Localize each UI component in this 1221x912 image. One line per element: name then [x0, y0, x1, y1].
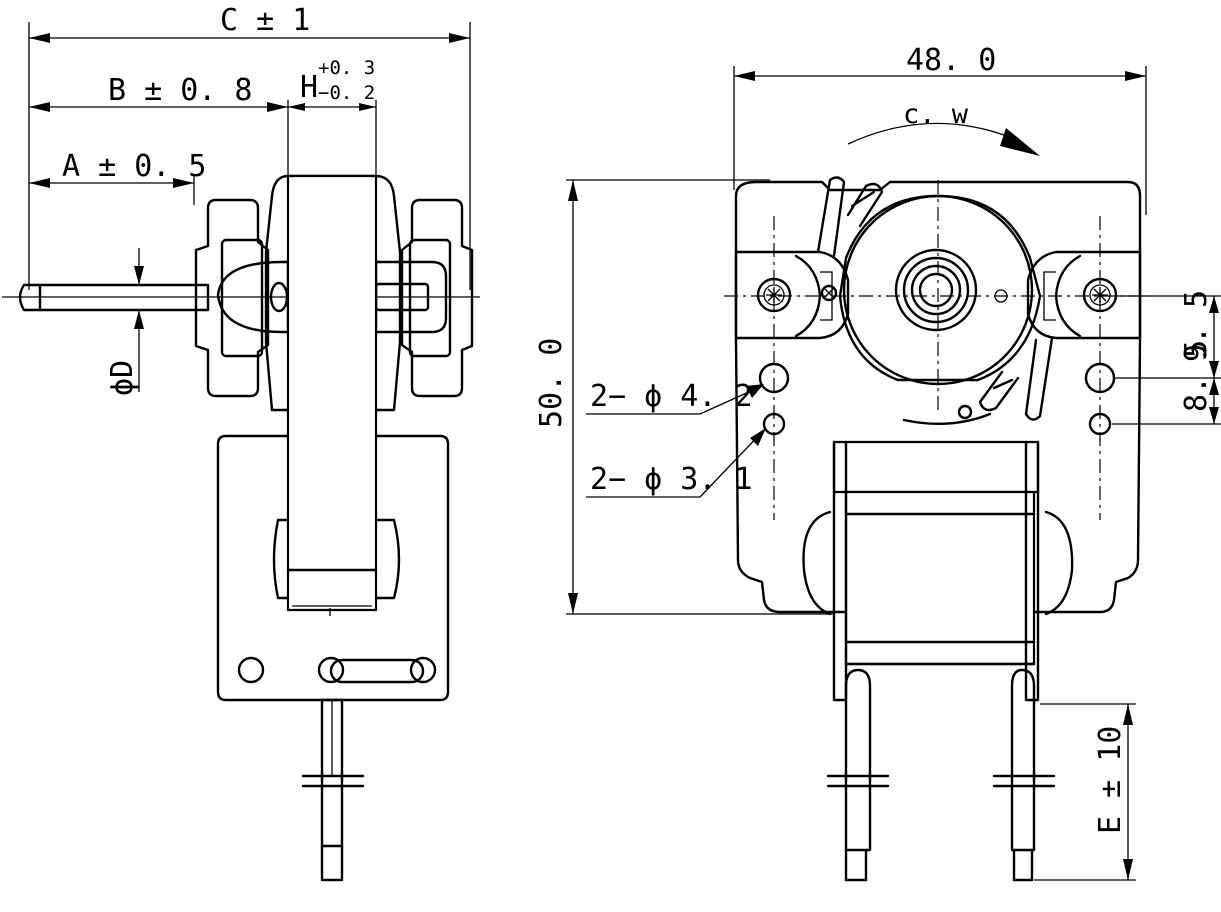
dimension-h: H +0. 3 −0. 2 — [287, 57, 377, 185]
dimension-h-upper-tolerance: +0. 3 — [318, 57, 375, 79]
coil-left-bulge — [802, 510, 832, 616]
rotor-cap-right — [374, 260, 448, 334]
width-label: 48. 0 — [906, 43, 996, 78]
dimension-lead-length: E ± 10 — [1034, 703, 1136, 881]
shading-coil-upper — [816, 176, 884, 258]
coil-bobbin — [832, 440, 1040, 702]
stator-column — [286, 174, 378, 612]
dimension-a-label: A ± 0. 5 — [62, 149, 207, 184]
dimension-d: ϕD — [105, 248, 144, 396]
right-bearing-bracket — [400, 198, 474, 398]
hole-large-callout: 2− ϕ 4. 2 — [586, 379, 764, 415]
dimension-b: B ± 0. 8 — [29, 73, 288, 112]
side-view: C ± 1 B ± 0. 8 H +0. 3 −0. 2 A ± 0. 5 — [2, 3, 480, 882]
spacing-upper-label: 9. 5 — [1179, 290, 1214, 362]
dimension-width: 48. 0 — [733, 43, 1147, 215]
mounting-plate — [216, 434, 450, 702]
lead-wire-left — [826, 668, 890, 882]
lamination-frame — [264, 174, 402, 412]
rotor-bore — [838, 194, 1042, 386]
bore-lower-arc — [902, 412, 992, 426]
rotation-direction: c. w — [847, 99, 1040, 156]
shaft-diameter-label: ϕD — [105, 360, 140, 396]
plate-hole — [237, 656, 265, 684]
shading-coil-lower — [978, 336, 1054, 421]
front-view: 48. 0 c. w 50. 0 — [534, 43, 1221, 882]
coil-bulge — [272, 518, 401, 600]
dimension-b-label: B ± 0. 8 — [108, 73, 253, 108]
shaft — [18, 283, 210, 312]
dimension-height: 50. 0 — [534, 179, 834, 615]
spacing-lower-label: 8. 5 — [1179, 340, 1214, 412]
rotation-label: c. w — [903, 99, 969, 130]
lamination-outline — [734, 180, 1142, 614]
plate-slot — [317, 656, 437, 684]
hole-small-callout: 2− ϕ 3. 1 — [586, 428, 766, 498]
lead-wire-side — [301, 698, 365, 882]
dimension-c: C ± 1 — [28, 3, 471, 290]
lead-length-label: E ± 10 — [1093, 726, 1128, 834]
hole-large-label: 2− ϕ 4. 2 — [590, 379, 753, 414]
dimension-c-label: C ± 1 — [220, 3, 310, 38]
dimension-a: A ± 0. 5 — [29, 149, 207, 205]
dimension-h-label: H — [300, 70, 318, 105]
rivet — [820, 284, 838, 302]
left-bearing-bracket — [194, 198, 270, 398]
coil-right-bulge — [1044, 510, 1074, 616]
dimension-spacing: 9. 5 8. 5 — [1112, 290, 1221, 425]
hole-small-label: 2− ϕ 3. 1 — [590, 462, 753, 497]
height-label: 50. 0 — [534, 338, 569, 428]
lead-wire-right — [992, 668, 1056, 882]
dimension-h-lower-tolerance: −0. 2 — [318, 82, 375, 104]
